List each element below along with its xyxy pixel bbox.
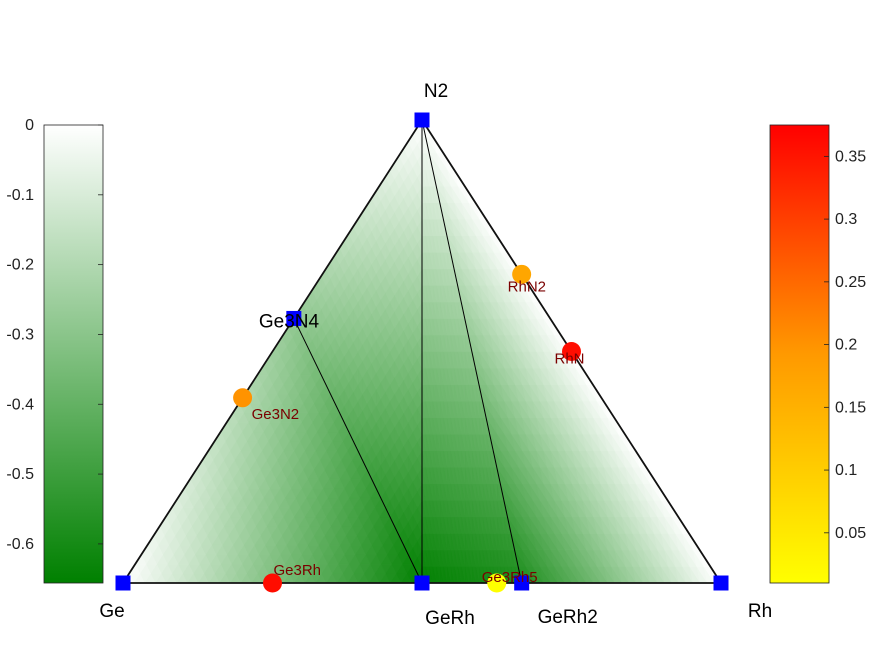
stable-phase-marker-n2 xyxy=(414,112,430,128)
stable-phase-label-rh: Rh xyxy=(748,601,772,622)
unstable-phase-marker-rhn2 xyxy=(512,264,532,284)
hull-distance-tick-label: 0.25 xyxy=(835,274,866,291)
unstable-phase-label-rhn2: RhN2 xyxy=(508,278,546,295)
hull-distance-tick-label: 0.05 xyxy=(835,525,866,542)
stable-phase-marker-ge3n4 xyxy=(286,310,302,326)
unstable-phases xyxy=(233,264,581,593)
formation-energy-tick-label: -0.3 xyxy=(6,326,34,343)
unstable-phase-marker-ge3n2 xyxy=(233,388,253,408)
unstable-phase-marker-ge3rh xyxy=(263,573,282,593)
formation-energy-colorbar: 0 -0.1 -0.2 -0.3 -0.4 -0.5 -0.6 xyxy=(6,117,104,584)
unstable-phase-marker-ge3rh5 xyxy=(487,573,507,593)
stable-phases xyxy=(115,112,729,591)
formation-energy-tick-label: -0.6 xyxy=(6,536,34,553)
hull-facet-ge3n4-n2-gerh xyxy=(293,118,423,584)
hull-distance-tick-label: 0.1 xyxy=(835,462,857,479)
hull-facet-n2-gerh2-rh xyxy=(421,119,722,584)
hull-facet-ge-ge3n4-gerh xyxy=(122,317,423,584)
stable-phase-marker-gerh xyxy=(414,575,430,591)
hull-distance-tick-label: 0.15 xyxy=(835,399,866,416)
tie-line-ge3n4-gerh xyxy=(293,318,423,584)
unstable-phase-marker-rhn xyxy=(562,342,581,361)
stable-phase-label-n2: N2 xyxy=(424,81,448,102)
stable-phase-marker-gerh2 xyxy=(514,575,530,591)
hull-distance-tick-label: 0.2 xyxy=(835,337,857,354)
stable-phase-marker-rh xyxy=(713,575,729,591)
hull-facets xyxy=(122,118,722,584)
unstable-phase-label-ge3rh: Ge3Rh xyxy=(274,562,322,579)
unstable-phase-label-ge3n2: Ge3N2 xyxy=(252,406,300,423)
stable-phase-label-gerh: GeRh xyxy=(425,608,475,629)
hull-distance-colorbar-fill xyxy=(769,124,830,584)
stable-phase-label-ge: Ge xyxy=(99,601,124,622)
unstable-phase-label-ge3rh5: Ge3Rh5 xyxy=(482,569,538,586)
hull-distance-tick-label: 0.3 xyxy=(835,211,857,228)
hull-distance-tick-label: 0.35 xyxy=(835,148,866,165)
tie-lines xyxy=(293,119,523,584)
formation-energy-tick-label: -0.5 xyxy=(6,466,34,483)
hull-distance-colorbar: 0.05 0.1 0.15 0.2 0.25 0.3 0.35 xyxy=(769,124,866,584)
stable-phase-marker-ge xyxy=(115,575,131,591)
formation-energy-tick-label: -0.1 xyxy=(6,187,34,204)
formation-energy-tick-label: -0.2 xyxy=(6,257,34,274)
formation-energy-tick-label: 0 xyxy=(25,117,34,134)
formation-energy-colorbar-fill xyxy=(43,124,104,584)
hull-facet-n2-gerh-gerh2 xyxy=(421,119,523,584)
stable-phase-label-ge3n4: Ge3N4 xyxy=(259,311,320,332)
unstable-phase-label-rhn: RhN xyxy=(555,351,585,368)
tie-line-n2-gerh2 xyxy=(421,119,523,584)
stable-phase-label-gerh2: GeRh2 xyxy=(538,607,598,628)
formation-energy-tick-label: -0.4 xyxy=(6,396,34,413)
